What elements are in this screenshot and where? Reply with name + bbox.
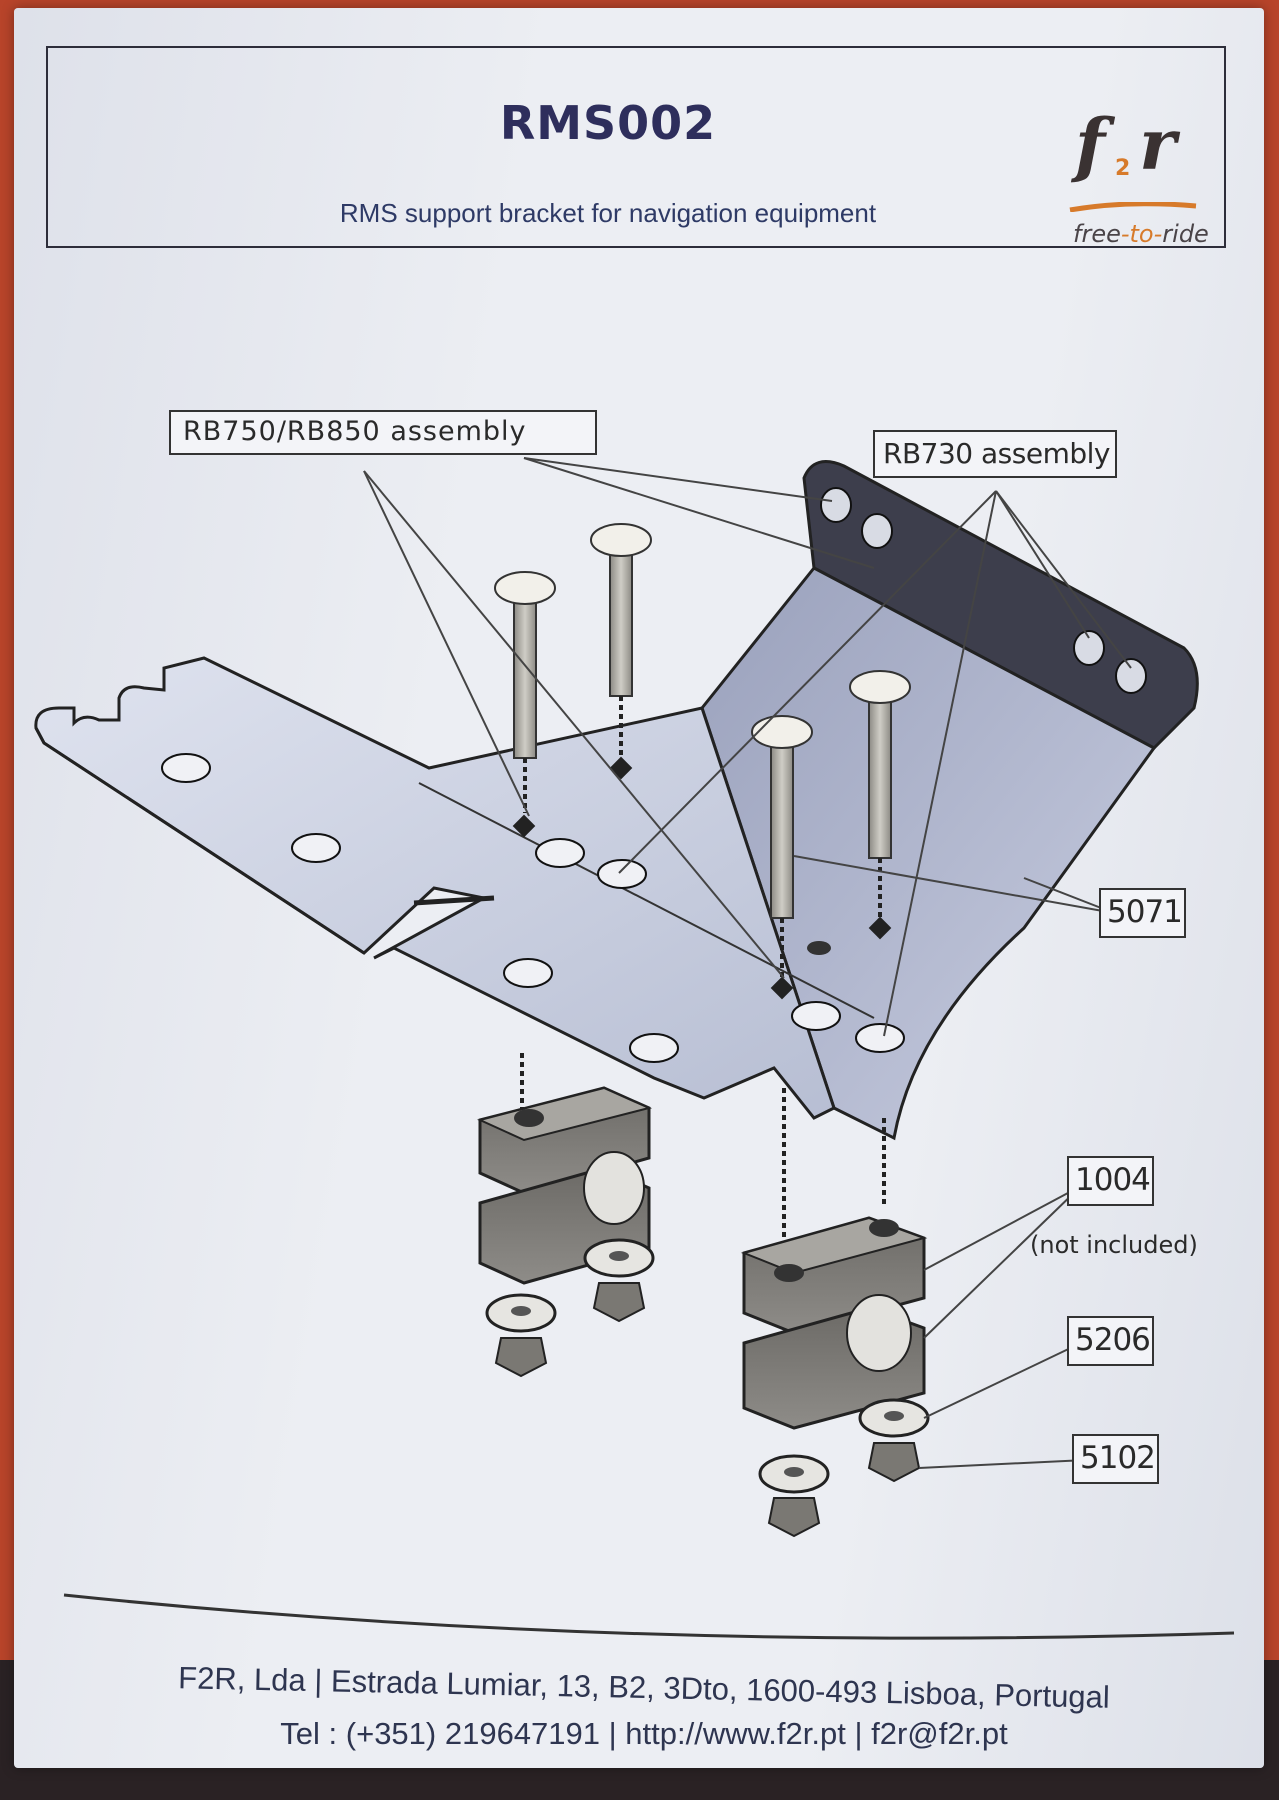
part-label-5071: 5071 [1099,888,1186,938]
plate-hole [597,859,647,889]
flange-hole [1073,630,1105,666]
inclined-plate [700,566,1157,1141]
callout-rb730-assembly: RB730 assembly [873,430,1117,478]
document-subtitle: RMS support bracket for navigation equip… [339,198,877,228]
washer-nut-5206-5102 [858,1398,930,1483]
footer-divider [63,1593,1235,1640]
flange-hole [820,487,852,523]
not-included-note: (not included) [1030,1231,1198,1259]
bolt-5071 [494,571,556,838]
rear-flange [802,460,1199,750]
document-title: RMS002 [499,96,717,150]
footer-contact: Tel : (+351) 219647191 | http://www.f2r.… [280,1716,1008,1751]
exploded-assembly-diagram [34,457,1199,1538]
flange-hole [1115,658,1147,694]
plate-hole [855,1023,905,1053]
plate-hole [629,1033,679,1063]
washer-nut-5206-5102 [758,1454,830,1538]
plate-hole [503,958,553,988]
flange-hole [861,513,893,549]
header-box: RMS002 RMS support bracket for navigatio… [46,46,1226,248]
clamp-block-right [740,1216,928,1430]
washer-nut-5206-5102 [583,1238,655,1323]
plate-hole [291,833,341,863]
logo-swoosh [1069,202,1197,212]
plate-hole-small [807,941,831,955]
washer-nut-5206-5102 [485,1293,557,1378]
plate-hole [161,753,211,783]
plate-hole [535,838,585,868]
bolt-5071 [751,715,813,1000]
guide-lines [520,1053,886,1268]
plate-hole [791,1001,841,1031]
callout-rb750-rb850-assembly: RB750/RB850 assembly [169,410,597,455]
leader-lines [363,457,1132,1469]
bolt-5071 [849,670,911,940]
logo-tagline: free-to-ride [1073,220,1209,248]
instruction-sheet: RMS002 RMS support bracket for navigatio… [14,8,1264,1768]
main-bracket-plate [34,656,905,1120]
part-label-5102: 5102 [1072,1434,1159,1484]
logo-digit: 2 [1115,156,1131,181]
part-label-1004: 1004 [1067,1156,1154,1206]
clamp-block-left [477,1086,653,1285]
part-label-5206: 5206 [1067,1316,1154,1366]
